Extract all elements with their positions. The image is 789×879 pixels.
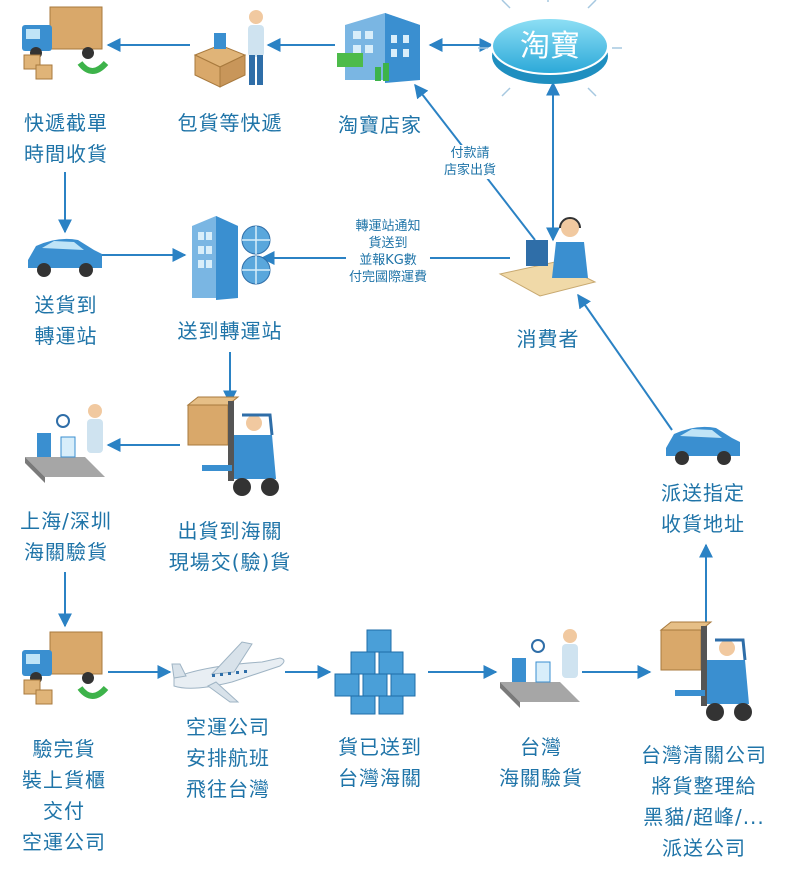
note-notify: 轉運站通知 貨送到 並報KG數 付完國際運費 [345, 218, 431, 286]
label-airline: 空運公司 安排航班 飛往台灣 [186, 715, 270, 801]
delivery-truck-icon-2 [22, 631, 109, 705]
packing-worker-icon [193, 10, 264, 88]
forklift-icon [186, 396, 279, 496]
car-icon [28, 238, 102, 277]
label-taobao-store: 淘寶店家 [338, 113, 422, 137]
label-load-container: 驗完貨 裝上貨櫃 交付 空運公司 [22, 737, 106, 854]
label-courier-pickup: 快遞截單 時間收貨 [24, 111, 108, 166]
label-package-wait: 包貨等快遞 [177, 111, 283, 135]
delivery-truck-icon [22, 6, 109, 80]
label-deliver-hub: 送貨到 轉運站 [34, 293, 98, 348]
connectors [58, 38, 713, 679]
label-customs-inspect-cn: 上海/深圳 海關驗貨 [20, 509, 112, 564]
boxes-stack-icon [334, 629, 416, 715]
store-building-icon [337, 13, 420, 83]
consumer-desk-icon [498, 217, 597, 297]
taobao-badge-text: 淘寶 [520, 29, 580, 64]
car-icon-2 [666, 426, 740, 465]
label-deliver-address: 派送指定 收貨地址 [661, 481, 745, 536]
taobao-badge-icon: 淘寶 [478, 0, 622, 97]
label-tw-customs-arrive: 貨已送到 台灣海關 [338, 735, 422, 790]
hub-building-globe-icon [192, 216, 271, 300]
forklift-icon-2 [659, 621, 752, 721]
arrow-car-to-consumer [577, 293, 673, 431]
inspector-conveyor-icon [25, 404, 105, 483]
label-ship-to-customs: 出貨到海關 現場交(驗)貨 [168, 519, 292, 574]
label-consumer: 消費者 [516, 327, 580, 351]
airplane-icon [171, 641, 285, 703]
label-hub: 送到轉運站 [177, 319, 283, 343]
label-tw-customs-inspect: 台灣 海關驗貨 [499, 735, 583, 790]
note-pay: 付款請 店家出貨 [440, 145, 500, 179]
inspector-conveyor-icon-2 [500, 629, 580, 708]
label-tw-clearance: 台灣清關公司 將貨整理給 黑貓/超峰/... 派送公司 [641, 743, 767, 860]
